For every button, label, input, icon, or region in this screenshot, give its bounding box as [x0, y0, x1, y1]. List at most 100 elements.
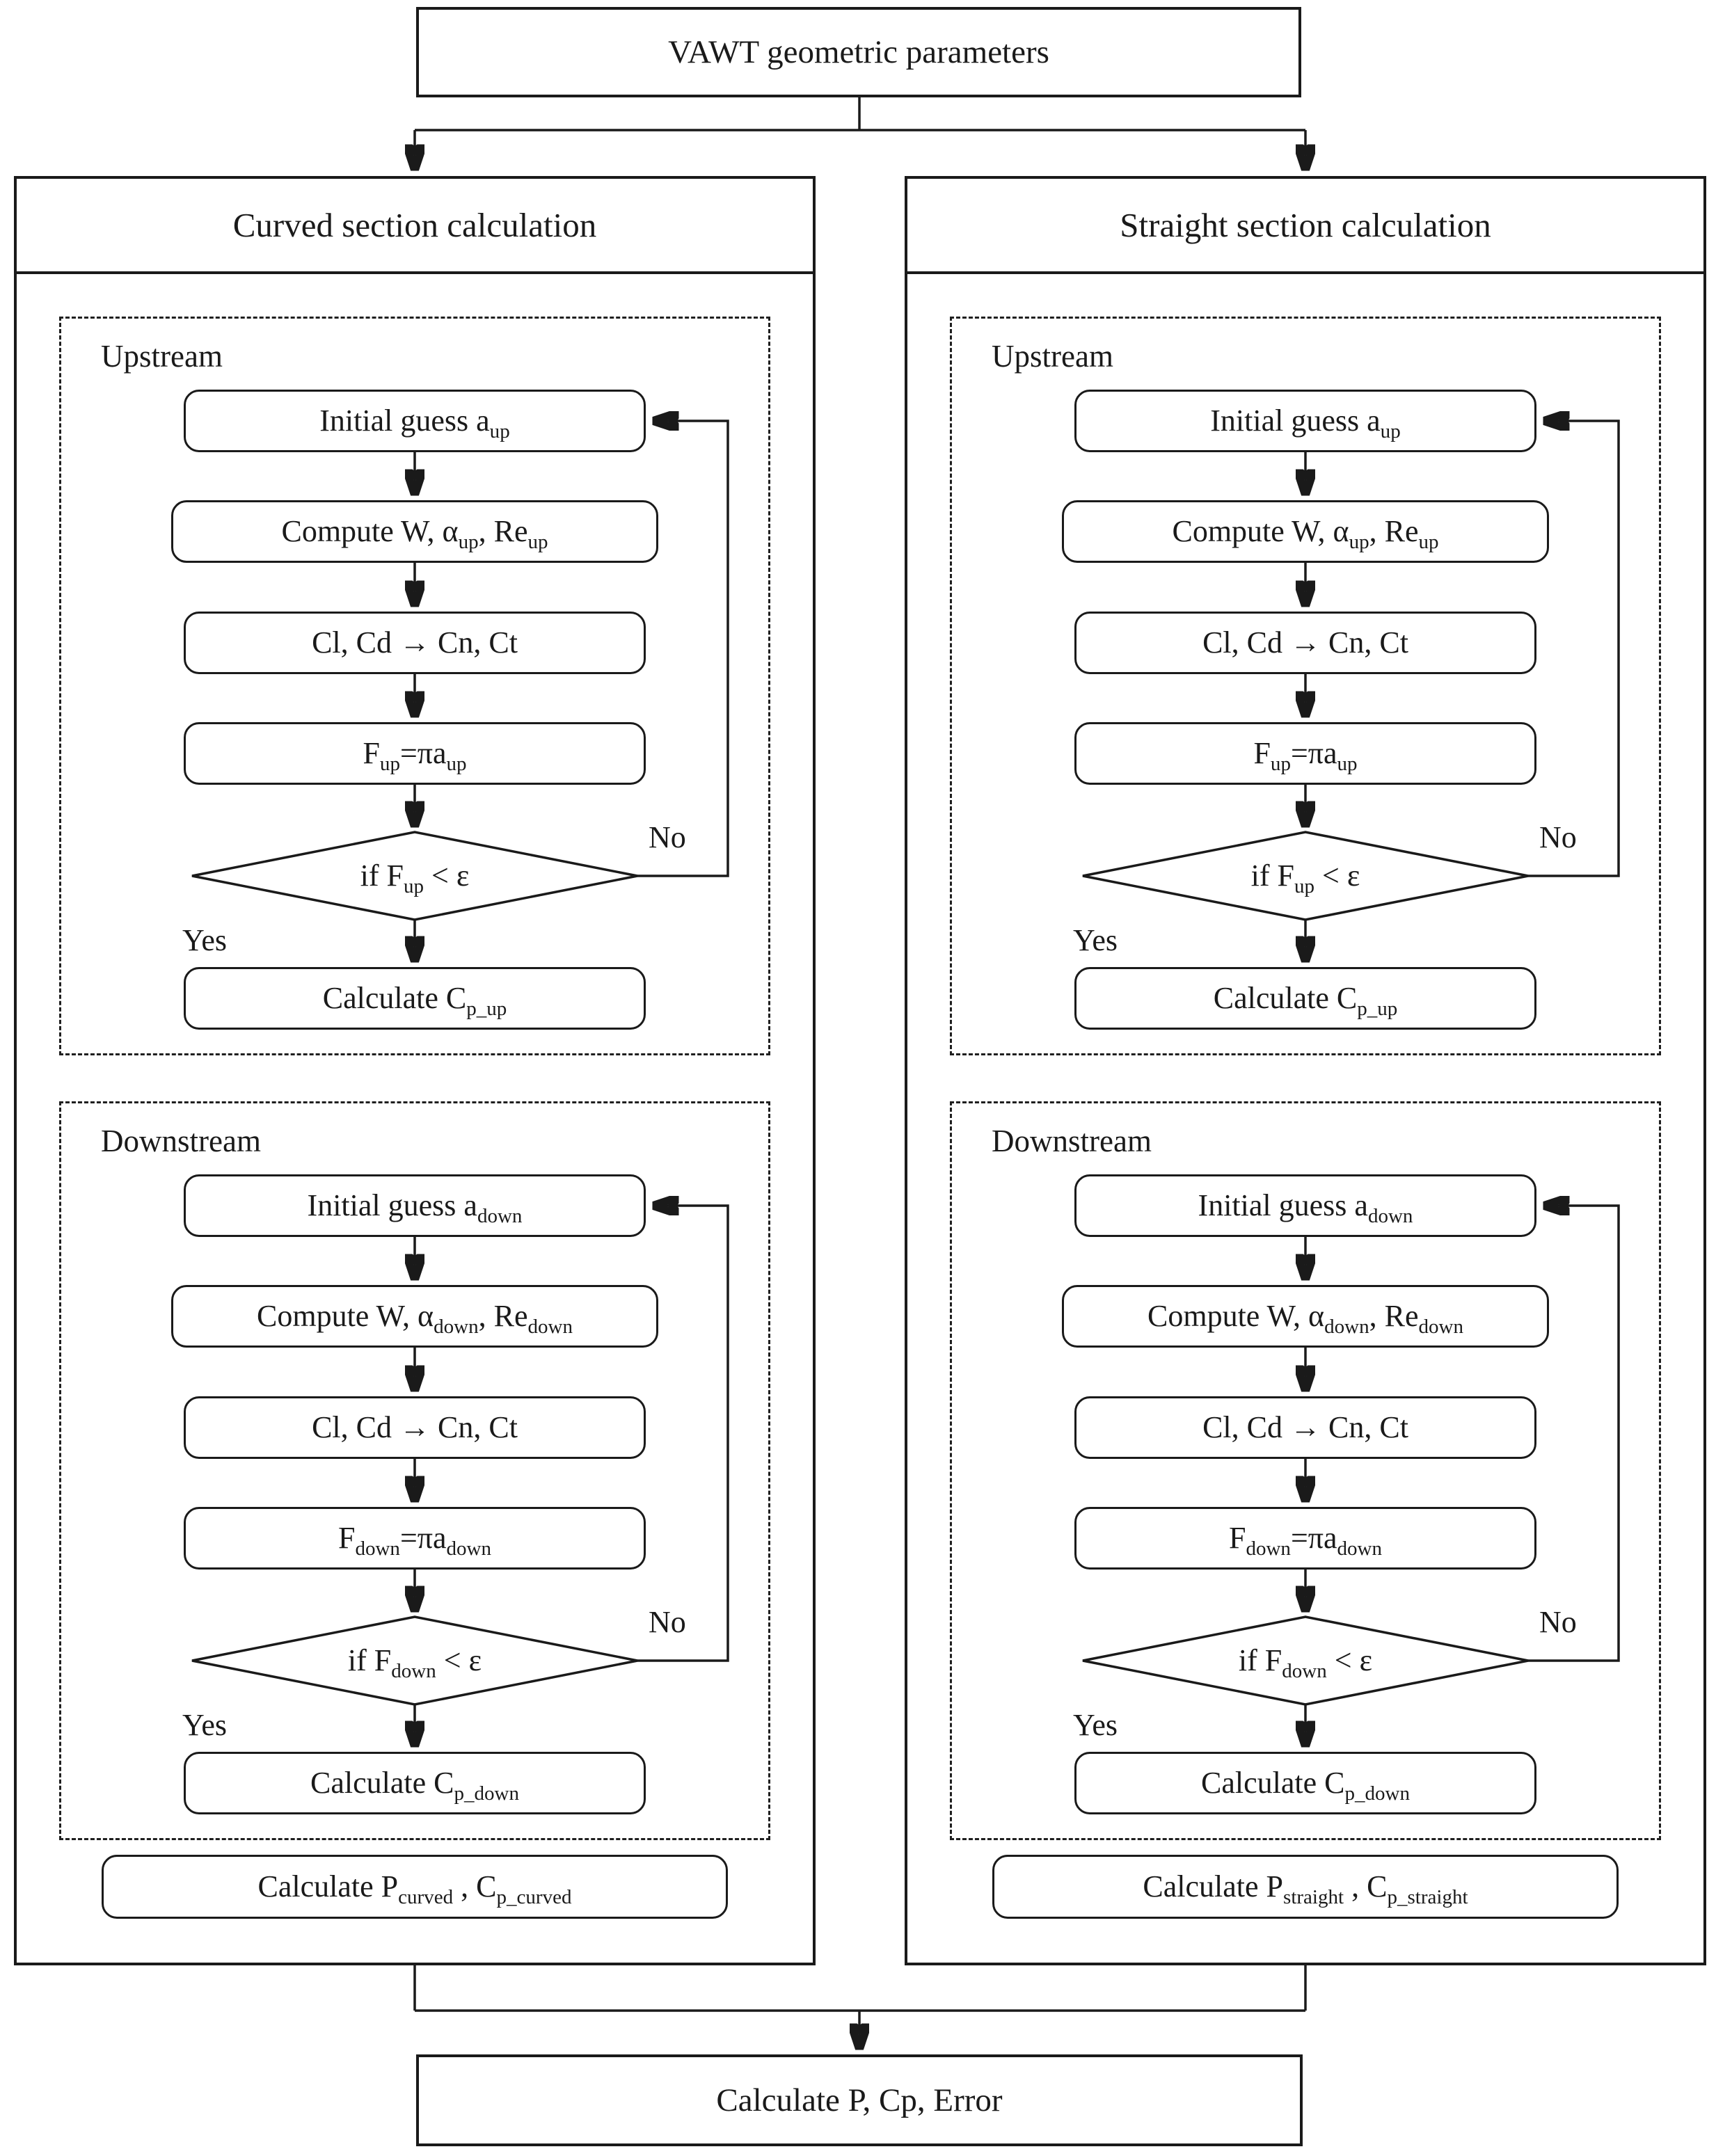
loop-up-no-back-to-initial [1528, 421, 1620, 877]
subscript-segment: up [1418, 530, 1439, 553]
subscript-segment: p_curved [496, 1885, 572, 1908]
step-label: Calculate Cp_down [310, 1766, 519, 1804]
text-segment: , C [1344, 1869, 1388, 1903]
final-result-label: Calculate P, Cp, Error [716, 2082, 1003, 2118]
step-label: if Fup < ε [360, 859, 470, 897]
step-label: Compute W, αup, Reup [1172, 514, 1438, 552]
step-label: Fup=πaup [363, 736, 466, 774]
text-segment: < ε [424, 859, 470, 893]
step-label: Initial guess aup [319, 404, 509, 442]
step-initial-guess-down: Initial guess adown [184, 1174, 646, 1237]
text-segment: , Re [1369, 514, 1419, 548]
step-label: Cl, Cd → Cn, Ct [1202, 1410, 1408, 1444]
text-segment: F [363, 736, 380, 770]
text-segment: =πa [1290, 1521, 1337, 1555]
step-label: if Fup < ε [1251, 861, 1360, 897]
loop-down-no-back-to-initial [1528, 1206, 1620, 1662]
text-segment: =πa [399, 736, 447, 770]
upstream-dashed-box [59, 317, 770, 1055]
upstream-dashed-box [950, 317, 1661, 1055]
decision-label-down: if Fdown < ε [234, 1622, 596, 1700]
subscript-segment: p_up [1357, 997, 1398, 1020]
subscript-segment: up [446, 752, 467, 775]
decision-diamond-down [191, 1615, 638, 1706]
subscript-segment: up [1349, 530, 1369, 553]
step-flux-up: Fup=πaup [1074, 722, 1536, 785]
column-title-label: Curved section calculation [232, 206, 597, 244]
subscript-segment: up [458, 530, 479, 553]
text-segment: Calculate P [257, 1869, 399, 1903]
result-box-curved: Calculate Pcurved , Cp_curved [102, 1855, 728, 1919]
text-segment: F [1253, 736, 1271, 770]
step-label: Initial guess aup [1210, 404, 1400, 442]
text-segment: Initial guess a [319, 404, 490, 438]
result-box-straight: Calculate Pstraight , Cp_straight [992, 1855, 1619, 1919]
subscript-segment: up [489, 420, 510, 442]
text-segment: , Re [478, 1299, 528, 1333]
text-segment: Calculate C [310, 1766, 454, 1800]
step-label: Calculate Pstraight , Cp_straight [1143, 1869, 1468, 1908]
step-initial-guess-up: Initial guess aup [1074, 390, 1536, 452]
subscript-segment: up [1380, 420, 1401, 442]
subscript-segment: down [355, 1537, 400, 1560]
subscript-segment: down [1324, 1315, 1369, 1338]
decision-label-down: if Fdown < ε [1125, 1622, 1486, 1700]
upstream-label: Upstream [992, 339, 1113, 374]
step-coefficients-down: Cl, Cd → Cn, Ct [1074, 1396, 1536, 1459]
text-segment: Compute W, α [257, 1299, 434, 1333]
text-segment: if F [347, 1643, 392, 1677]
subscript-segment: down [434, 1315, 479, 1338]
text-segment: =πa [1290, 736, 1337, 770]
step-label: Cl, Cd → Cn, Ct [1202, 625, 1408, 660]
decision-label-up: if Fup < ε [234, 837, 596, 915]
step-flux-up: Fup=πaup [184, 722, 646, 785]
step-label: Compute W, αdown, Redown [257, 1299, 573, 1337]
vawt-parameters-label: VAWT geometric parameters [668, 33, 1049, 70]
column-outer-box [14, 176, 816, 1965]
text-segment: Compute W, α [1147, 1299, 1325, 1333]
subscript-segment: down [1246, 1537, 1291, 1560]
subscript-segment: straight [1283, 1885, 1344, 1908]
step-initial-guess-up: Initial guess aup [184, 390, 646, 452]
step-label: Calculate Cp_up [1214, 983, 1398, 1019]
step-label: Initial guess adown [1198, 1190, 1413, 1227]
text-segment: , Re [478, 514, 528, 548]
upstream-label: Upstream [101, 339, 223, 374]
step-calc-cp-down: Calculate Cp_down [1074, 1752, 1536, 1814]
step-label: Cl, Cd → Cn, Ct [312, 625, 518, 660]
subscript-segment: down [446, 1537, 492, 1560]
loop-up-no-back-to-initial [637, 421, 729, 877]
wires-column-curved [191, 421, 729, 1746]
subscript-segment: down [1418, 1315, 1463, 1338]
subscript-segment: down [1282, 1659, 1327, 1682]
wires-column-straight [1082, 421, 1620, 1746]
step-label: Calculate Pcurved , Cp_curved [257, 1869, 572, 1908]
step-label: Cl, Cd → Cn, Ct [312, 1410, 518, 1444]
vawt-parameters-box: VAWT geometric parameters [416, 7, 1301, 97]
step-flux-down: Fdown=πadown [1074, 1507, 1536, 1570]
text-segment: if F [1238, 1643, 1282, 1677]
column-title: Straight section calculation [907, 179, 1703, 274]
subscript-segment: up [1337, 752, 1358, 775]
subscript-segment: up [1294, 875, 1315, 897]
subscript-segment: down [1337, 1537, 1383, 1560]
decision-diamond-up [191, 831, 638, 921]
subscript-segment: down [391, 1659, 436, 1682]
step-initial-guess-down: Initial guess adown [1074, 1174, 1536, 1237]
subscript-segment: up [404, 875, 424, 897]
text-segment: Calculate C [1200, 1766, 1345, 1800]
decision-diamond-down [1082, 1615, 1529, 1706]
step-label: Fdown=πadown [338, 1523, 491, 1559]
step-calc-cp-down: Calculate Cp_down [184, 1752, 646, 1814]
subscript-segment: down [477, 1204, 523, 1227]
label-no-down: No [649, 1605, 686, 1639]
text-segment: Initial guess a [1210, 404, 1381, 438]
subscript-segment: down [527, 1315, 573, 1338]
subscript-segment: up [1270, 752, 1291, 775]
text-segment: < ε [436, 1643, 482, 1677]
final-result-box: Calculate P, Cp, Error [416, 2054, 1303, 2146]
text-segment: , C [453, 1869, 497, 1903]
step-compute-up: Compute W, αup, Reup [1062, 500, 1549, 563]
step-label: Fup=πaup [1253, 736, 1357, 774]
